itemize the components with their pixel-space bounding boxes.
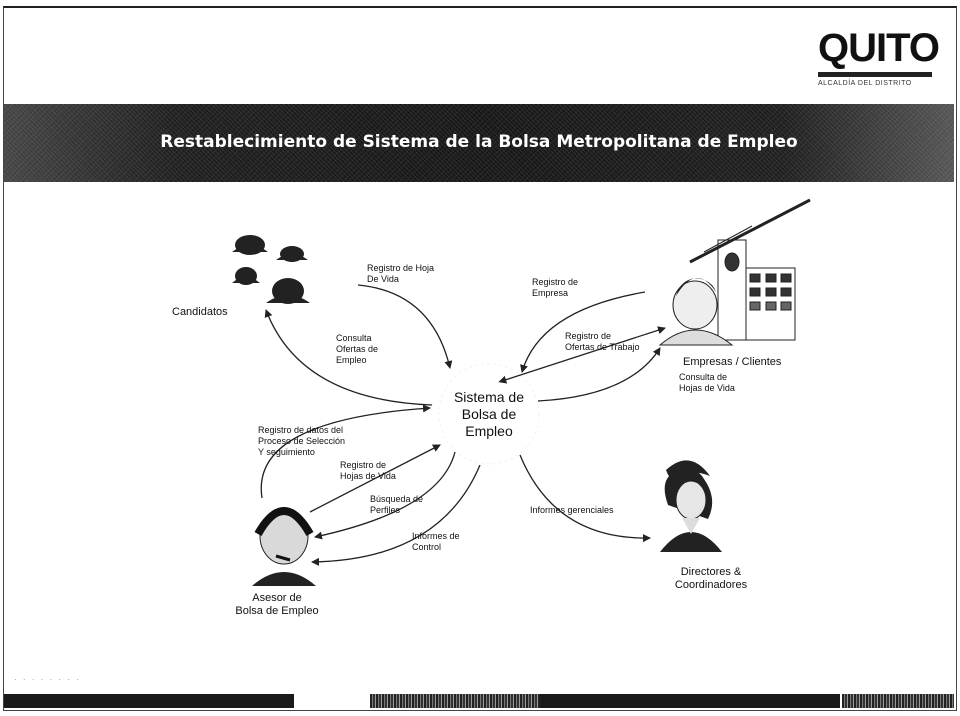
empresas-person-icon [658, 277, 734, 346]
logo-subtitle: ALCALDÍA DEL DISTRITO [818, 80, 912, 87]
asesor-headset-icon [252, 507, 316, 586]
label-busqueda-perfiles: Búsqueda de Perfiles [370, 494, 424, 515]
flow-arrows [260, 284, 666, 566]
footer-bar-right [540, 694, 840, 708]
candidatos-group-icon [232, 235, 310, 304]
arrow-informes-control [311, 464, 481, 566]
footer-bar-middle [370, 694, 540, 708]
slide-frame [3, 6, 957, 711]
label-registro-empresa: Registro de Empresa [532, 277, 579, 298]
label-consulta-ofertas: Consulta Ofertas de Empleo [336, 333, 379, 365]
label-registro-ofertas: Registro de Ofertas de Trabajo [565, 331, 640, 352]
arrow-consulta-ofertas [264, 309, 433, 406]
arrow-informes-gerenciales [519, 454, 651, 543]
arrow-consulta-hojas [537, 347, 661, 402]
directores-person-icon [660, 460, 722, 552]
label-registro-hojas-asesor: Registro de Hojas de Vida [340, 460, 396, 481]
asesor-label: Asesor de Bolsa de Empleo [235, 592, 319, 617]
title-banner: Restablecimiento de Sistema de la Bolsa … [4, 104, 954, 182]
empresas-building-icon [689, 198, 811, 341]
logo-bar [818, 72, 932, 77]
arrow-registro-hojas-asesor [309, 444, 441, 513]
footer-bar-left [4, 694, 294, 708]
center-node-label: Sistema de Bolsa de Empleo [453, 389, 525, 439]
quito-logo: QUITO ALCALDÍA DEL DISTRITO [812, 26, 940, 96]
candidatos-label: Candidatos [172, 306, 228, 318]
directores-label: Directores & Coordinadores [674, 566, 748, 591]
empresas-label: Empresas / Clientes [683, 356, 782, 368]
arrow-registro-hoja-vida [357, 284, 453, 369]
logo-word: QUITO [818, 26, 940, 70]
arrow-busqueda-perfiles [314, 451, 456, 540]
arrow-registro-ofertas [498, 326, 666, 384]
label-informes-control: Informes de Control [412, 531, 460, 552]
center-node-halo [438, 363, 540, 465]
slide-title: Restablecimiento de Sistema de la Bolsa … [160, 132, 798, 152]
arrow-registro-proceso [260, 404, 431, 499]
label-consulta-hojas: Consulta de Hojas de Vida [679, 372, 735, 393]
label-registro-hoja-vida: Registro de Hoja De Vida [367, 263, 435, 284]
label-registro-proceso: Registro de datos del Proceso de Selecci… [258, 425, 346, 457]
footer-scribble: · · · · · · · · [14, 675, 81, 684]
footer-bar-end [842, 694, 954, 708]
label-informes-gerenciales: Informes gerenciales [530, 505, 614, 515]
